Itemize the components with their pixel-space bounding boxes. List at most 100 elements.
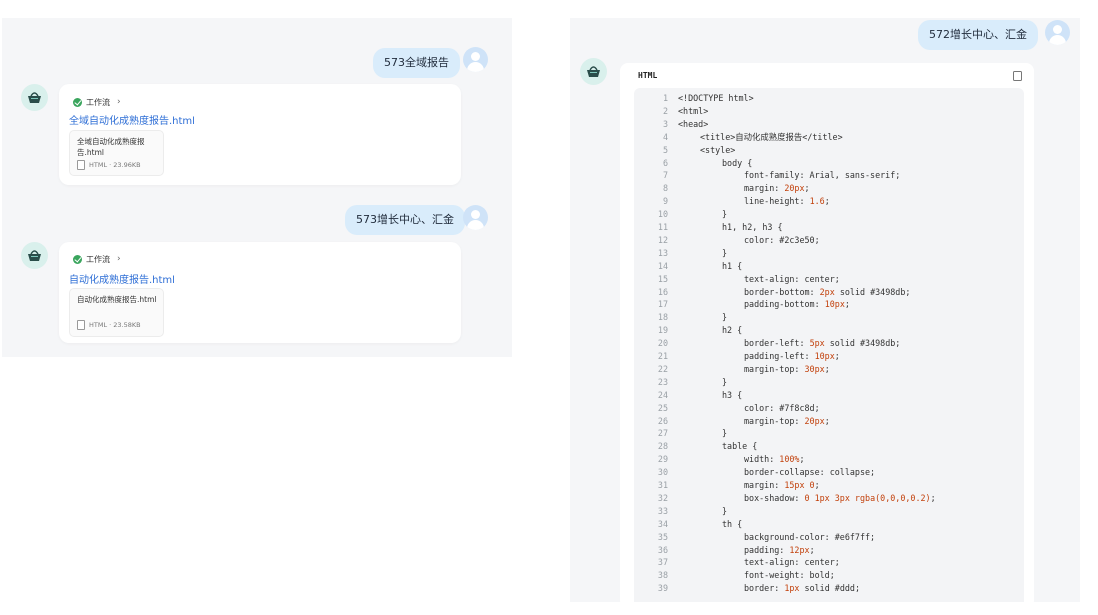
line-number: 13 <box>657 247 668 258</box>
user-message-bubble: 573全域报告 <box>373 48 460 78</box>
line-number: 36 <box>657 544 668 555</box>
check-circle-icon <box>73 254 82 264</box>
workflow-toggle[interactable]: 工作流 › <box>73 95 121 109</box>
line-number: 21 <box>657 351 668 361</box>
code-line: 28 table { <box>634 440 757 453</box>
code-line: 27} <box>634 427 727 440</box>
code-line: 6 body { <box>634 157 752 170</box>
code-text: <!DOCTYPE html> <box>678 93 754 103</box>
chat-panel-right: 572增长中心、汇金 HTML 1 <!DOCTYPE html> 2 <html> 3… <box>570 18 1080 602</box>
file-icon <box>77 320 85 330</box>
user-avatar-icon <box>463 47 488 72</box>
code-line: 5<style> <box>634 144 735 157</box>
line-number: 17 <box>657 299 668 310</box>
user-message-bubble: 573增长中心、汇金 <box>345 205 465 235</box>
user-message-bubble: 572增长中心、汇金 <box>918 20 1038 50</box>
code-text: margin-top: 30px; <box>744 363 830 374</box>
line-number: 9 <box>662 196 668 207</box>
chevron-right-icon: › <box>117 97 121 107</box>
code-block-card: HTML 1<!DOCTYPE html>2<html>3<head>4<tit… <box>620 63 1034 602</box>
line-number: 14 <box>657 260 668 271</box>
line-number: 26 <box>657 415 668 426</box>
code-line: 1 <!DOCTYPE html> <box>634 92 754 105</box>
assistant-response-card: 工作流› 自动化成熟度报告.html 自动化成熟度报告.html HTML · … <box>59 242 461 343</box>
code-text: h1, h2, h3 { <box>722 222 783 232</box>
code-text: } <box>722 376 728 387</box>
file-name: 全域自动化成熟度报告.html <box>77 137 145 157</box>
line-number: 35 <box>657 531 668 542</box>
chat-panel-left: 573全域报告 工作流 › 全域自动化成熟度报告.html 全域自动化成熟度报告.… <box>2 18 512 357</box>
code-text: color: #2c3e50; <box>744 234 820 245</box>
line-number: 20 <box>657 338 668 349</box>
code-text: <head> <box>678 118 709 129</box>
bot-avatar <box>580 58 607 85</box>
workflow-label: 工作流 <box>86 97 110 107</box>
line-number: 23 <box>657 376 668 387</box>
line-number: 6 <box>662 157 668 168</box>
copy-icon[interactable] <box>1013 71 1022 81</box>
line-number: 37 <box>657 557 668 568</box>
line-number: 1 <box>662 93 668 103</box>
user-message-text: 573全域报告 <box>384 56 449 69</box>
code-text: } <box>722 247 728 258</box>
line-number: 32 <box>657 492 668 503</box>
code-line: 33} <box>634 505 727 518</box>
file-link[interactable]: 自动化成熟度报告.html <box>69 275 175 286</box>
line-number: 19 <box>657 325 668 336</box>
file-meta-text: HTML · 23.96KB <box>89 161 141 169</box>
code-text: text-align: center; <box>744 557 840 568</box>
file-attachment-card[interactable]: 自动化成熟度报告.html HTML · 23.58KB <box>69 288 164 337</box>
code-line: 11 h1, h2, h3 { <box>634 221 783 234</box>
file-link[interactable]: 全域自动化成熟度报告.html <box>69 116 195 127</box>
line-number: 15 <box>657 273 668 284</box>
user-message-text: 572增长中心、汇金 <box>929 28 1027 41</box>
code-text: } <box>722 505 728 516</box>
code-line: 37 text-align: center; <box>634 556 840 569</box>
code-line: 10} <box>634 208 727 221</box>
file-meta: HTML · 23.58KB <box>77 320 141 330</box>
basket-icon <box>587 66 600 77</box>
line-number: 3 <box>662 118 668 129</box>
file-meta-text: HTML · 23.58KB <box>89 321 141 329</box>
line-number: 7 <box>662 170 668 181</box>
code-text: table { <box>722 441 758 452</box>
code-line: 12 color: #2c3e50; <box>634 234 820 247</box>
workflow-toggle[interactable]: 工作流› <box>73 252 121 266</box>
line-number: 12 <box>657 234 668 245</box>
line-number: 28 <box>657 441 668 452</box>
code-text: body { <box>722 157 753 168</box>
code-text: <html> <box>678 105 709 116</box>
code-text: line-height: 1.6; <box>744 196 830 207</box>
code-line: 7 font-family: Arial, sans-serif; <box>634 169 900 182</box>
bot-avatar <box>21 84 48 111</box>
line-number: 39 <box>657 583 668 594</box>
line-number: 2 <box>662 105 668 116</box>
code-text: padding: 12px; <box>744 544 815 555</box>
code-language-label: HTML <box>638 71 658 80</box>
code-line: 18} <box>634 311 727 324</box>
line-number: 11 <box>657 222 668 232</box>
line-number: 10 <box>657 209 668 220</box>
code-text: } <box>722 209 728 220</box>
file-attachment-card[interactable]: 全域自动化成熟度报告.html HTML · 23.96KB <box>69 130 164 176</box>
line-number: 24 <box>657 389 668 400</box>
code-text: text-align: center; <box>744 273 840 284</box>
code-text: h2 { <box>722 325 743 336</box>
basket-icon <box>28 92 41 103</box>
file-meta: HTML · 23.96KB <box>77 160 141 170</box>
code-text: font-family: Arial, sans-serif; <box>744 170 901 181</box>
